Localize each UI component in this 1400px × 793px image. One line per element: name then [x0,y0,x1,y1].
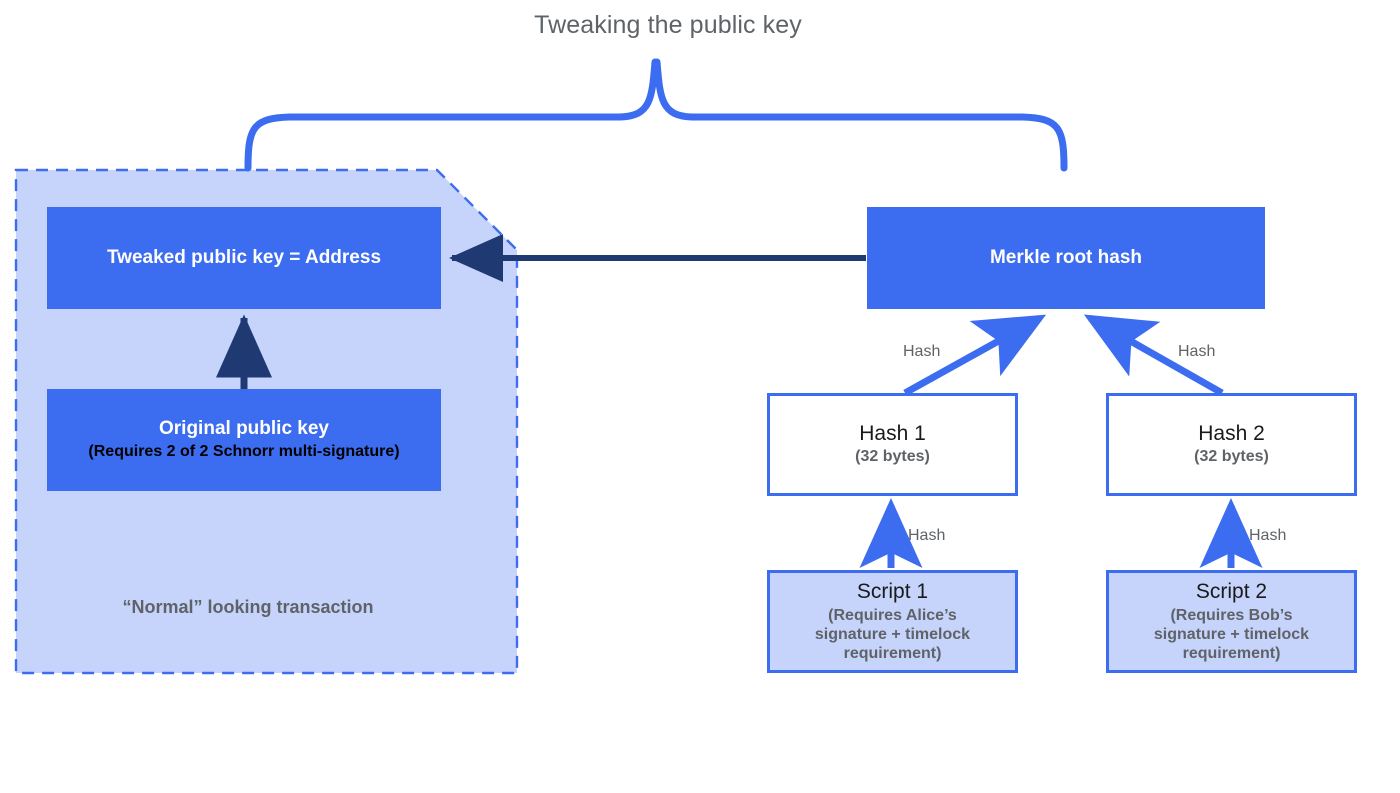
script-2-title: Script 2 [1195,579,1268,603]
original-public-key-title: Original public key [159,418,329,440]
edge-label-hash-right-upper: Hash [1178,343,1216,360]
tweaked-public-key-title: Tweaked public key = Address [106,246,382,268]
edge-label-hash-left-upper: Hash [903,343,941,360]
hash-2-subtitle: (32 bytes) [1194,447,1269,465]
page-title: Tweaking the public key [534,11,802,39]
edge-label-hash-right-lower: Hash [1249,527,1287,544]
hash-1-box[interactable]: Hash 1 (32 bytes) [767,393,1018,496]
grouping-brace [244,58,1068,172]
hash-2-box[interactable]: Hash 2 (32 bytes) [1106,393,1357,496]
edge-label-hash-left-lower: Hash [908,527,946,544]
original-public-key-subtitle: (Requires 2 of 2 Schnorr multi-signature… [88,442,400,460]
script-1-title: Script 1 [856,579,929,603]
hash-1-subtitle: (32 bytes) [855,447,930,465]
hash-1-title: Hash 1 [859,422,926,446]
normal-transaction-caption: “Normal” looking transaction [122,597,374,617]
merkle-root-hash-box[interactable]: Merkle root hash [867,207,1265,309]
hash-2-title: Hash 2 [1198,422,1265,446]
original-public-key-box[interactable]: Original public key (Requires 2 of 2 Sch… [47,389,441,491]
tweaked-public-key-box[interactable]: Tweaked public key = Address [47,207,441,309]
merkle-root-hash-title: Merkle root hash [989,246,1143,268]
